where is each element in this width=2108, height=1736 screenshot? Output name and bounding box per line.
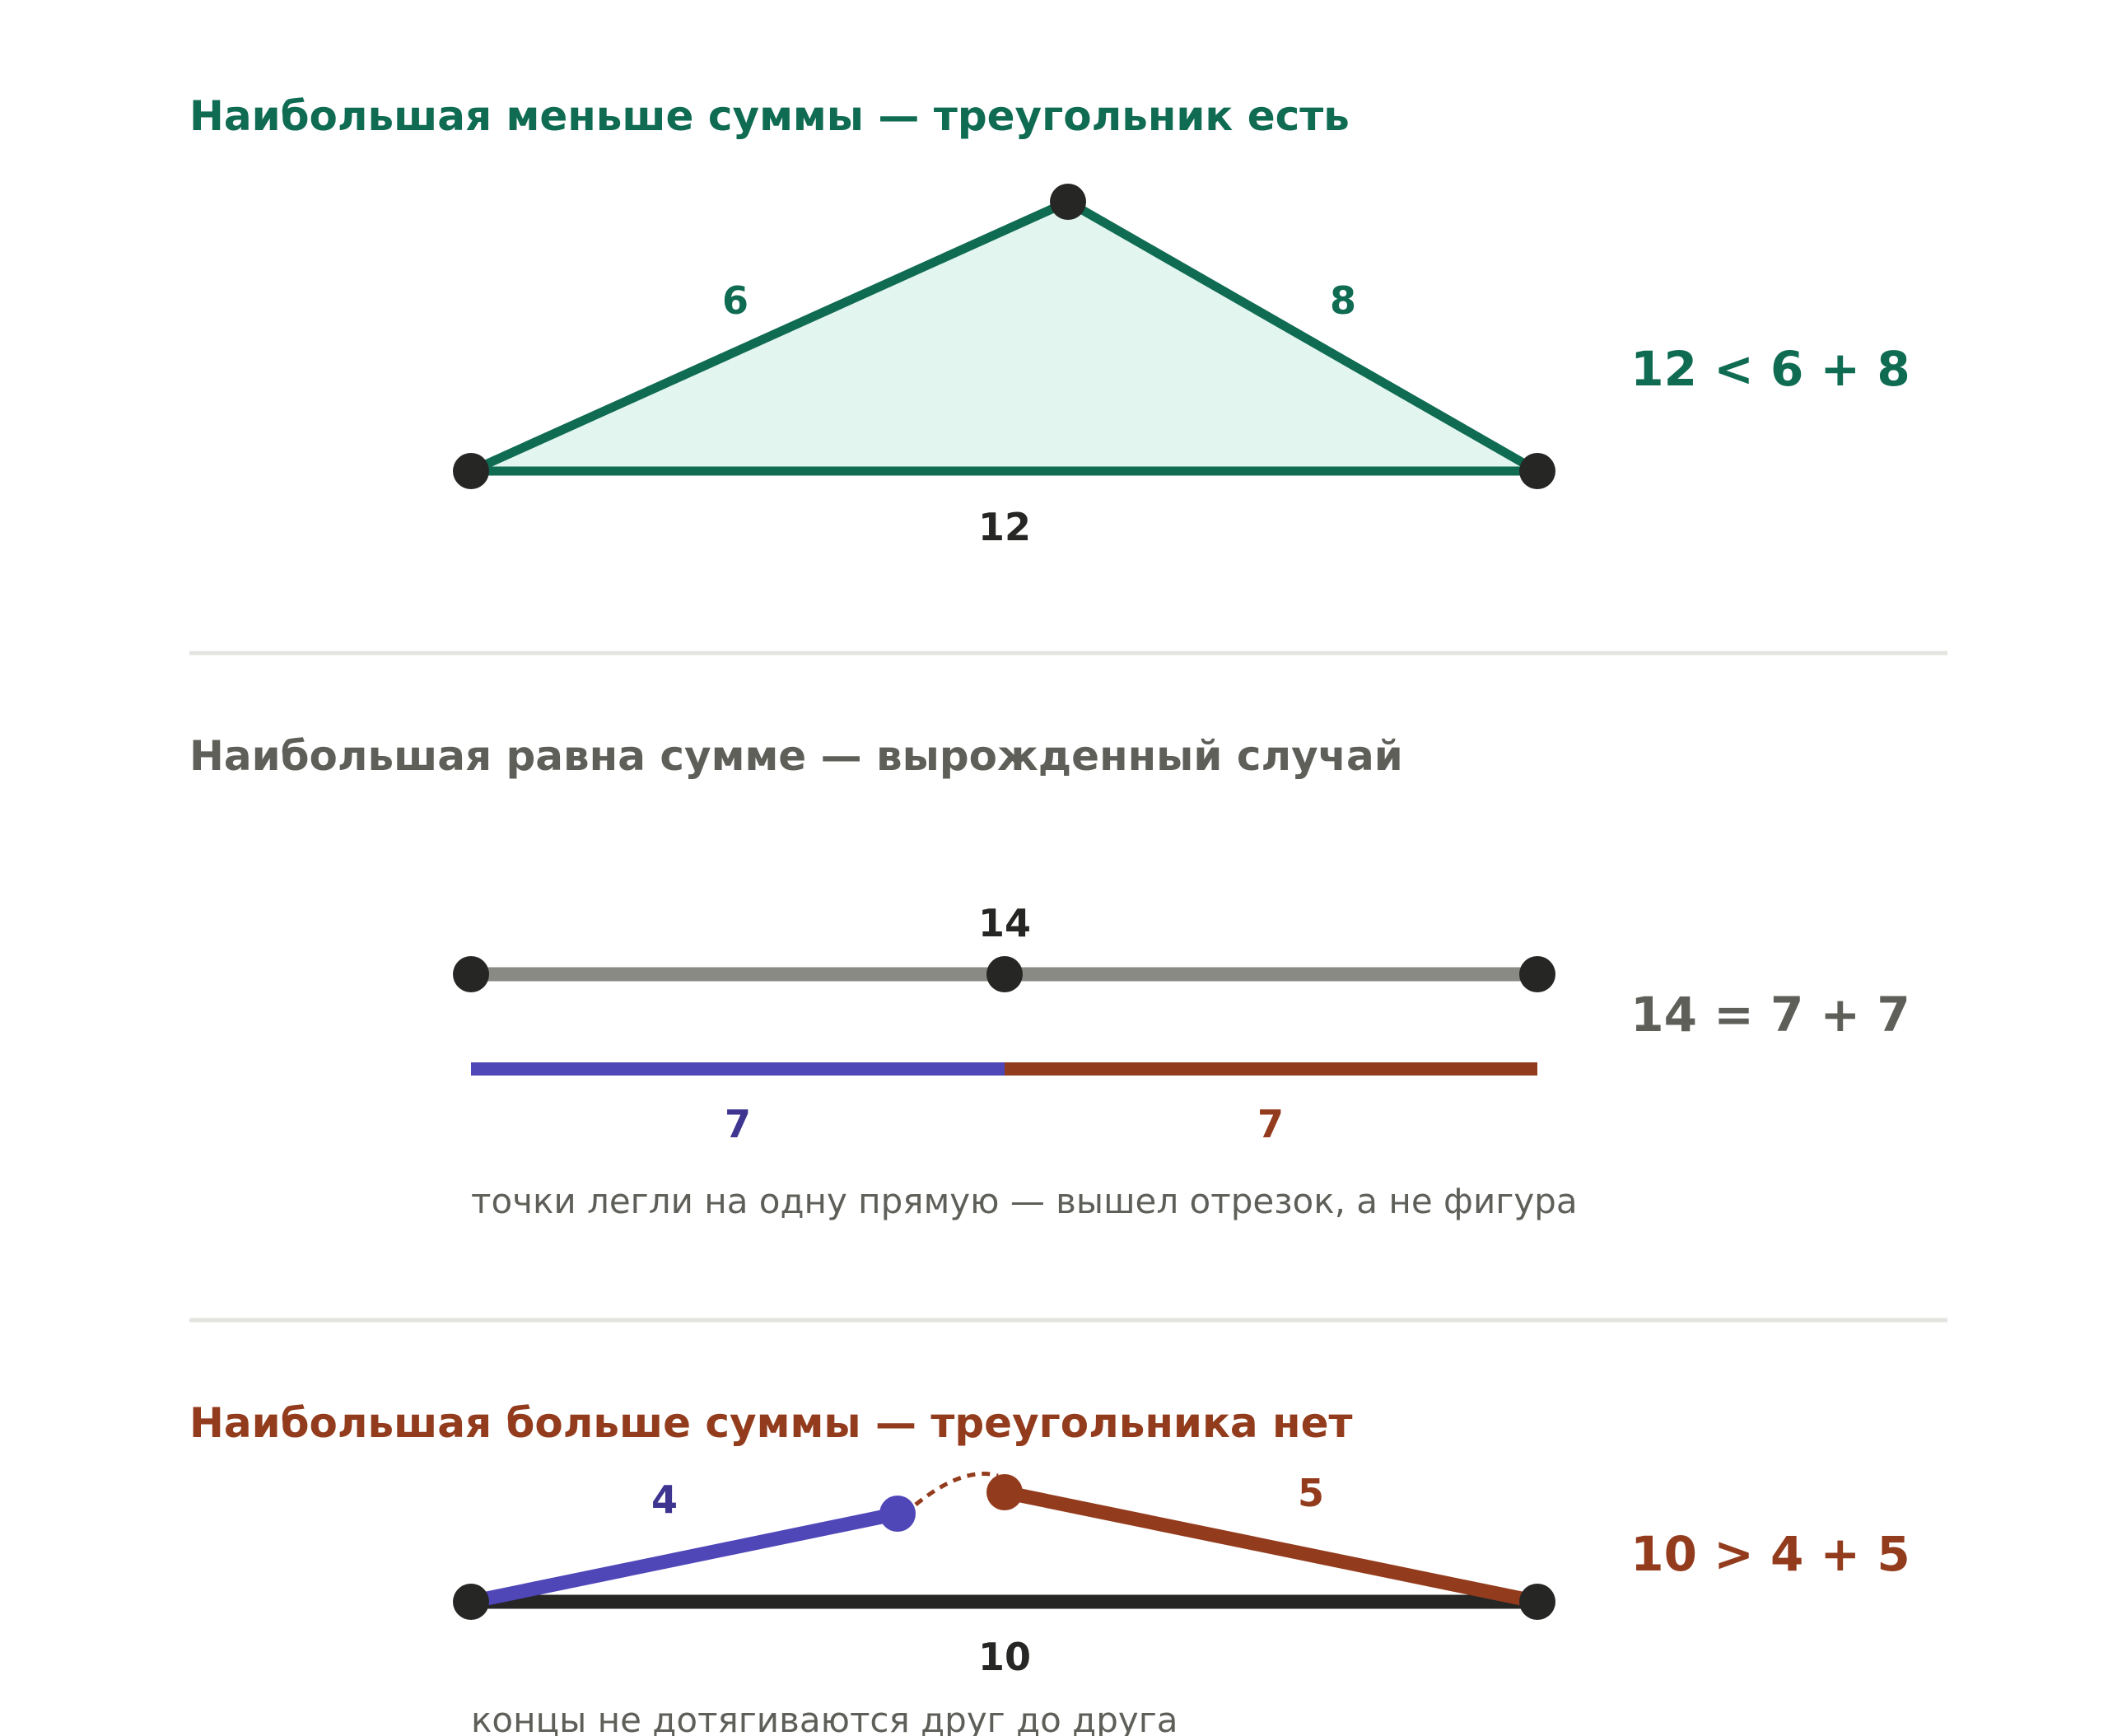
vertex-right bbox=[1519, 453, 1555, 489]
part-right-label: 7 bbox=[1257, 1102, 1284, 1146]
point-left bbox=[453, 956, 489, 992]
side-10-label: 10 bbox=[978, 1635, 1031, 1679]
endpoint-left bbox=[453, 1584, 489, 1620]
section-3-note: концы не дотягиваются друг до друга bbox=[471, 1700, 1178, 1736]
side-left-label: 6 bbox=[722, 278, 749, 323]
gap-dashed-arc bbox=[914, 1472, 999, 1506]
section-1-formula: 12 < 6 + 8 bbox=[1630, 341, 1910, 397]
vertex-left bbox=[453, 453, 489, 489]
side-right-label: 8 bbox=[1330, 278, 1356, 323]
endpoint-right bbox=[1519, 1584, 1555, 1620]
section-3-formula: 10 > 4 + 5 bbox=[1630, 1526, 1910, 1582]
section-triangle-exists: Наибольшая меньше суммы — треугольник ес… bbox=[189, 92, 1910, 549]
section-2-title: Наибольшая равна сумме — вырожденный слу… bbox=[189, 732, 1403, 780]
side-base-label: 12 bbox=[978, 505, 1031, 549]
point-middle bbox=[986, 956, 1023, 992]
section-no-triangle: Наибольшая больше суммы — треугольника н… bbox=[189, 1399, 1910, 1736]
top-length-label: 14 bbox=[978, 901, 1031, 945]
point-right bbox=[1519, 956, 1555, 992]
part-left-label: 7 bbox=[725, 1102, 751, 1146]
triangle-side-left bbox=[466, 197, 1073, 476]
vertex-top bbox=[1050, 184, 1086, 220]
free-end-rust bbox=[986, 1474, 1023, 1510]
section-degenerate: Наибольшая равна сумме — вырожденный слу… bbox=[189, 732, 1910, 1221]
section-1-title: Наибольшая меньше суммы — треугольник ес… bbox=[189, 92, 1350, 140]
triangle-side-right bbox=[1063, 197, 1542, 476]
section-2-note: точки легли на одну прямую — вышел отрез… bbox=[471, 1181, 1578, 1221]
free-end-purple bbox=[879, 1496, 916, 1532]
side-4-label: 4 bbox=[651, 1477, 678, 1522]
side-5-label: 5 bbox=[1298, 1471, 1324, 1515]
side-right-segment bbox=[997, 1485, 1545, 1609]
triangle-fill bbox=[471, 202, 1537, 471]
section-2-formula: 14 = 7 + 7 bbox=[1630, 987, 1910, 1043]
side-left-segment bbox=[464, 1506, 905, 1609]
section-3-title: Наибольшая больше суммы — треугольника н… bbox=[189, 1399, 1352, 1447]
